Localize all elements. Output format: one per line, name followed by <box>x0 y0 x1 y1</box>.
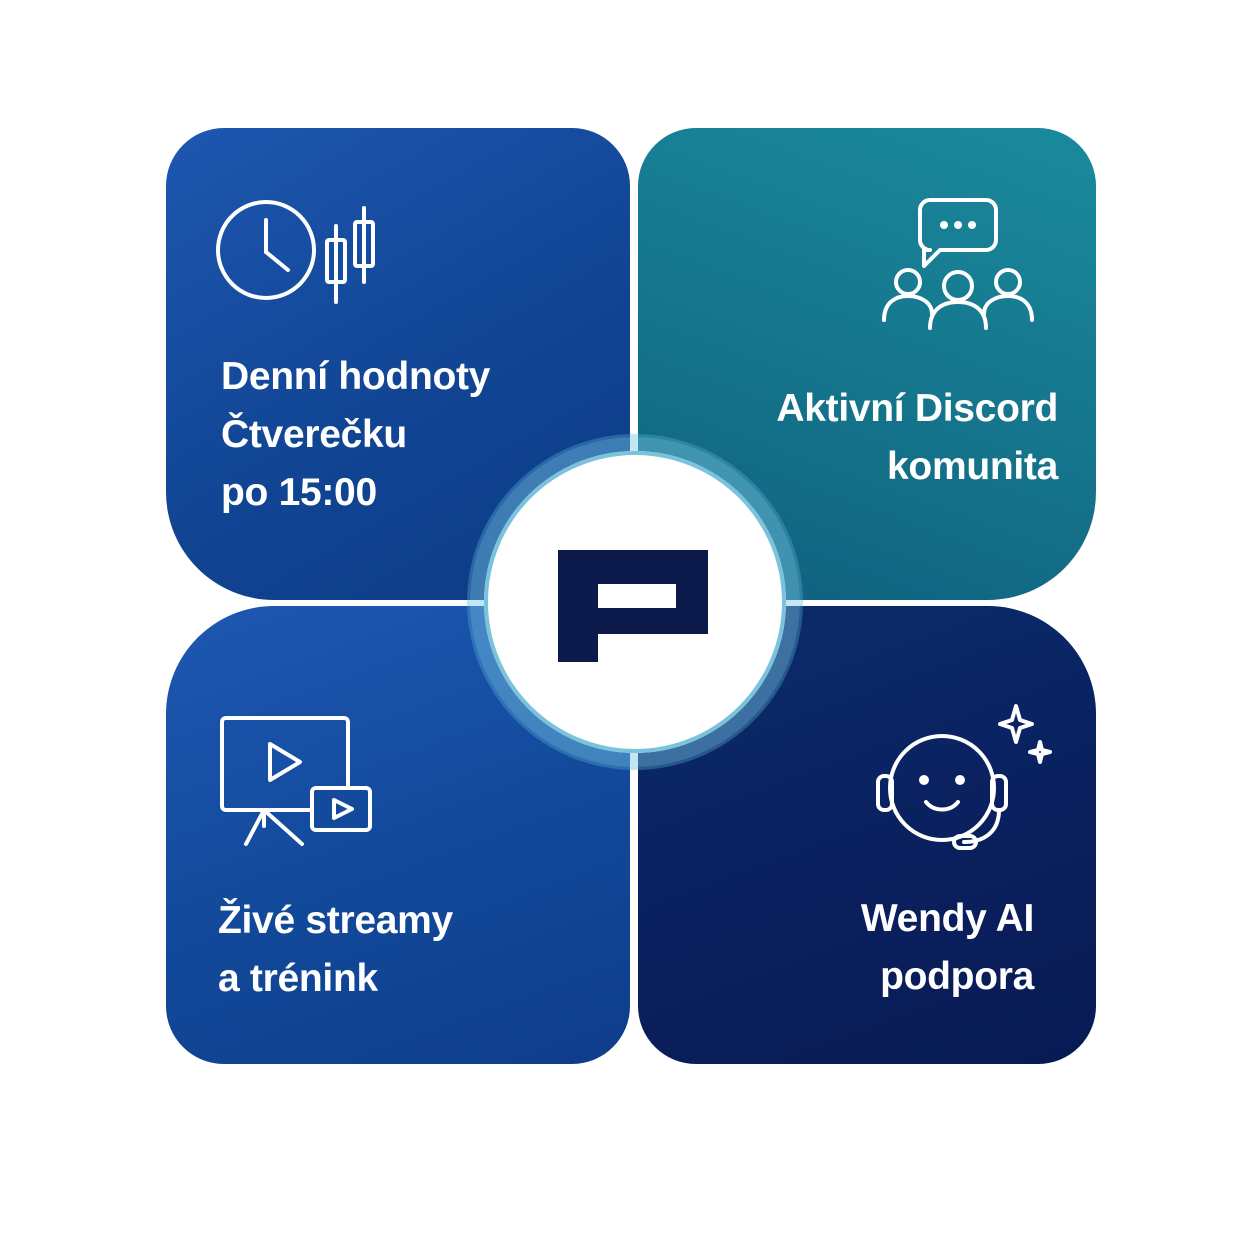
square-bracket-logo <box>558 550 708 662</box>
tile-daily-values: Denní hodnoty Čtverečku po 15:00 <box>166 128 630 600</box>
center-hub <box>484 451 786 753</box>
tile-daily-values-text: Denní hodnoty Čtverečku po 15:00 <box>221 348 490 522</box>
clock-candlestick-icon <box>216 200 375 304</box>
tile-live-streams-text: Živé streamy a trénink <box>218 892 453 1008</box>
tile-live-streams: Živé streamy a trénink <box>166 606 630 1064</box>
tile-line: Čtverečku <box>221 413 407 456</box>
ai-assistant-icon <box>876 704 1052 850</box>
video-stream-icon <box>220 716 372 846</box>
tile-line: Wendy AI <box>860 897 1034 940</box>
tile-line: Živé streamy <box>218 899 453 942</box>
tile-wendy-ai-text: Wendy AI podpora <box>861 890 1034 1006</box>
tile-discord-community: Aktivní Discord komunita <box>638 128 1096 600</box>
tile-discord-community-text: Aktivní Discord komunita <box>776 380 1058 496</box>
community-chat-icon <box>882 198 1034 330</box>
tile-line: komunita <box>887 445 1058 488</box>
tile-line: po 15:00 <box>221 471 377 514</box>
tile-line: a trénink <box>218 957 378 1000</box>
tile-line: podpora <box>880 955 1034 998</box>
tile-line: Denní hodnoty <box>221 355 491 398</box>
tile-line: Aktivní Discord <box>776 387 1058 430</box>
